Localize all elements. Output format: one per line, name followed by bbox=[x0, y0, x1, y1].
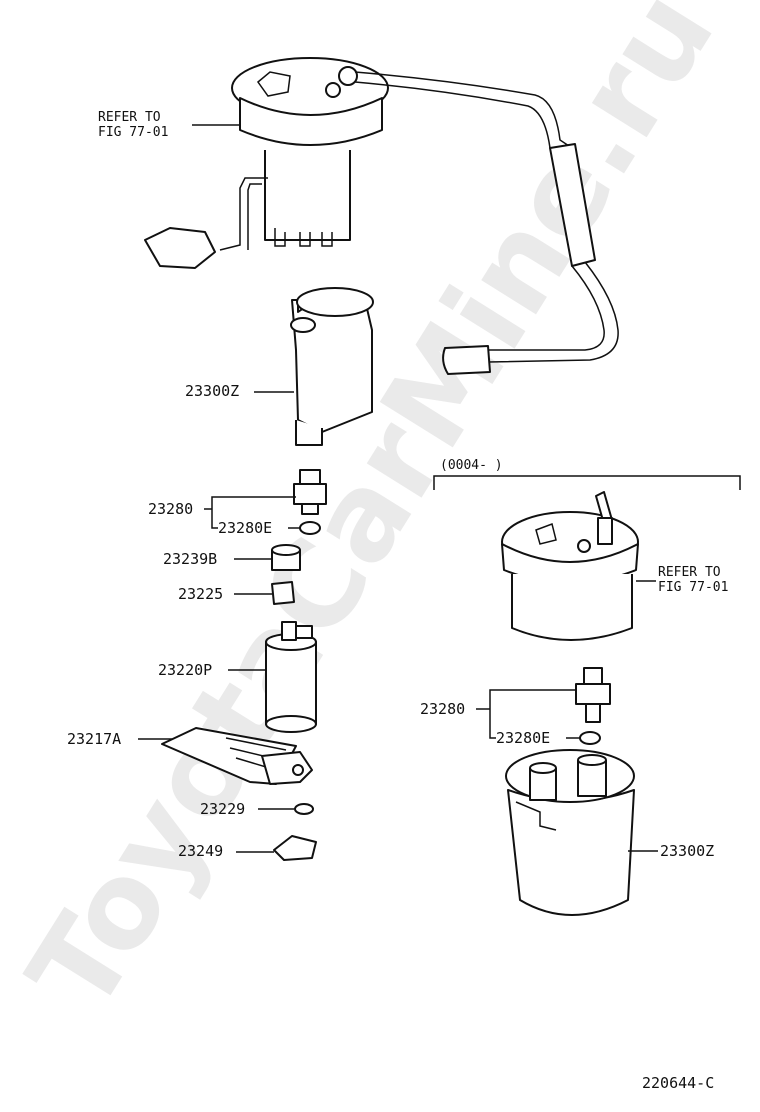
figure-code: 220644-C bbox=[642, 1074, 714, 1092]
refer-lower-line2: FIG 77-01 bbox=[658, 580, 728, 595]
fuel-pump-assembly-upper bbox=[144, 57, 389, 269]
label-23249: 23249 bbox=[178, 842, 223, 860]
date-range-bracket bbox=[433, 475, 741, 490]
o-ring-23280E-right bbox=[579, 731, 601, 745]
fuel-pump-assembly-lower bbox=[501, 491, 639, 641]
refer-lower-line1: REFER TO bbox=[658, 565, 721, 580]
label-23229: 23229 bbox=[200, 800, 245, 818]
label-23280E-left: 23280E bbox=[218, 519, 272, 537]
strainer-23217A bbox=[161, 727, 313, 785]
fuel-filter-right bbox=[505, 749, 635, 916]
o-ring-23280E-left bbox=[299, 521, 321, 535]
pressure-regulator-right bbox=[575, 667, 611, 723]
refer-upper-line2: FIG 77-01 bbox=[98, 125, 168, 140]
washer-23229 bbox=[294, 803, 314, 815]
label-23217A: 23217A bbox=[67, 730, 121, 748]
cover-23249 bbox=[273, 835, 317, 861]
fuel-filter-left bbox=[290, 287, 374, 446]
label-23239B: 23239B bbox=[163, 550, 217, 568]
label-23280-left: 23280 bbox=[148, 500, 193, 518]
label-23300Z-left: 23300Z bbox=[185, 382, 239, 400]
fuel-hose bbox=[354, 71, 619, 375]
label-23225: 23225 bbox=[178, 585, 223, 603]
label-23280E-right: 23280E bbox=[496, 729, 550, 747]
fuel-pump-23220P bbox=[265, 621, 317, 733]
label-23220P: 23220P bbox=[158, 661, 212, 679]
pressure-regulator-left bbox=[293, 469, 327, 515]
retainer-23225 bbox=[271, 581, 295, 605]
label-23300Z-right: 23300Z bbox=[660, 842, 714, 860]
label-23280-right: 23280 bbox=[420, 700, 465, 718]
date-range: (0004- ) bbox=[440, 458, 503, 473]
refer-upper-line1: REFER TO bbox=[98, 110, 161, 125]
